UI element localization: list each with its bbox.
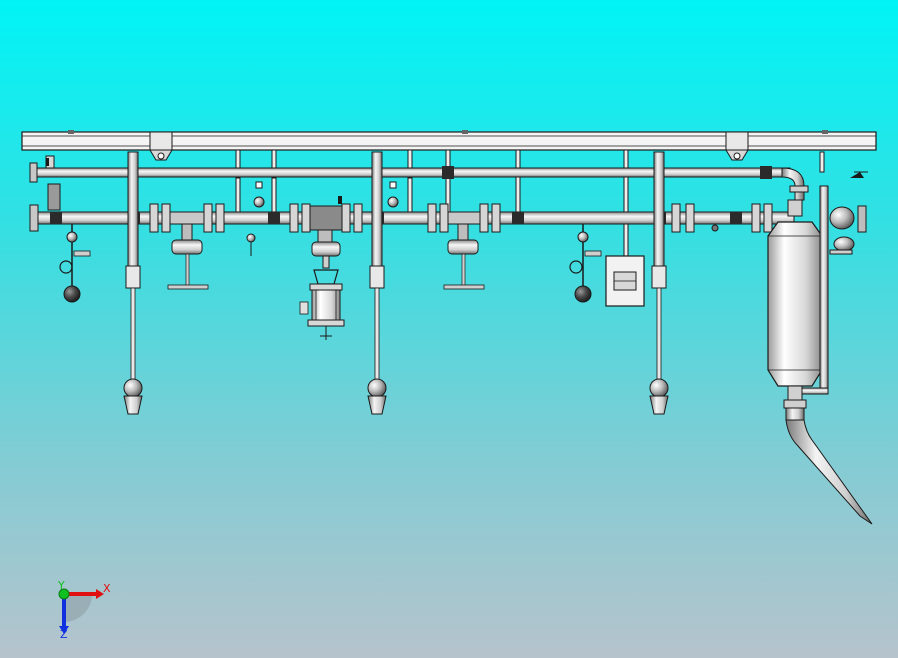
- y-axis-label: Y: [57, 579, 65, 592]
- drop-leg-3[interactable]: [649, 151, 669, 415]
- axis-triad: X Y Z: [57, 579, 111, 641]
- control-valve-actuator[interactable]: [299, 196, 345, 340]
- ball-float-right[interactable]: [569, 224, 602, 303]
- outlet-elbow-pipe[interactable]: [783, 399, 873, 525]
- left-end-fitting: [46, 158, 61, 211]
- z-axis-label: Z: [60, 628, 68, 641]
- ball-float-left[interactable]: [59, 224, 91, 303]
- overhead-support-beam[interactable]: [21, 130, 877, 151]
- upper-pipe-line[interactable]: [29, 155, 809, 201]
- drop-leg-2[interactable]: [367, 151, 387, 415]
- separator-vessel[interactable]: [767, 171, 868, 401]
- gate-valve-left[interactable]: [167, 211, 209, 290]
- drop-leg-1[interactable]: [123, 151, 143, 415]
- gate-valve-middle[interactable]: [443, 211, 485, 290]
- instrument-gauges: [246, 181, 719, 256]
- beam-clamps: [149, 149, 749, 161]
- y-axis-dot: [58, 588, 70, 600]
- flanges: [149, 203, 773, 233]
- x-axis-label: X: [103, 582, 111, 595]
- electrical-box[interactable]: [605, 255, 645, 307]
